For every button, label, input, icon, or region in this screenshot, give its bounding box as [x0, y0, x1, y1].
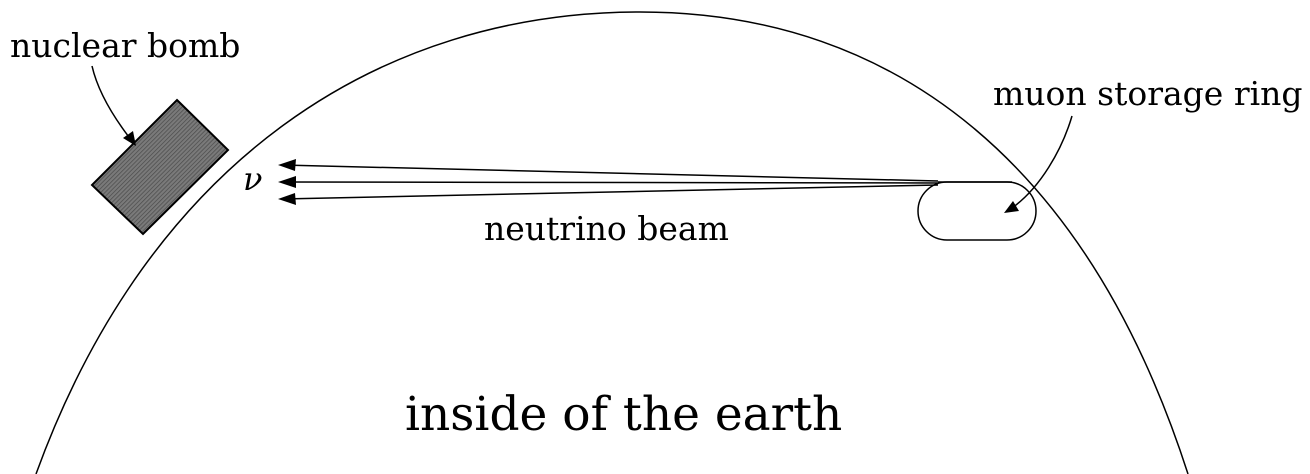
- beam-arrowhead-lower: [278, 193, 296, 205]
- bomb-pointer-line: [92, 66, 132, 141]
- beam-line-upper: [282, 165, 938, 181]
- neutrino-beam-label: neutrino beam: [484, 209, 729, 248]
- ring-pointer-arrowhead: [1004, 201, 1019, 213]
- beam-line-lower: [282, 185, 938, 199]
- bomb-pointer-arrowhead: [123, 131, 136, 146]
- neutrino-symbol: ν: [243, 160, 262, 198]
- ring-pointer-line: [1012, 116, 1072, 208]
- beam-arrowhead-middle: [278, 176, 296, 188]
- beam-arrowhead-upper: [278, 159, 296, 171]
- earth-interior-label: inside of the earth: [405, 387, 842, 442]
- beam-line-middle: [282, 182, 938, 183]
- nuclear-bomb-label: nuclear bomb: [10, 26, 240, 65]
- nuclear-bomb-block: [92, 100, 228, 234]
- muon-storage-ring-label: muon storage ring: [993, 74, 1303, 113]
